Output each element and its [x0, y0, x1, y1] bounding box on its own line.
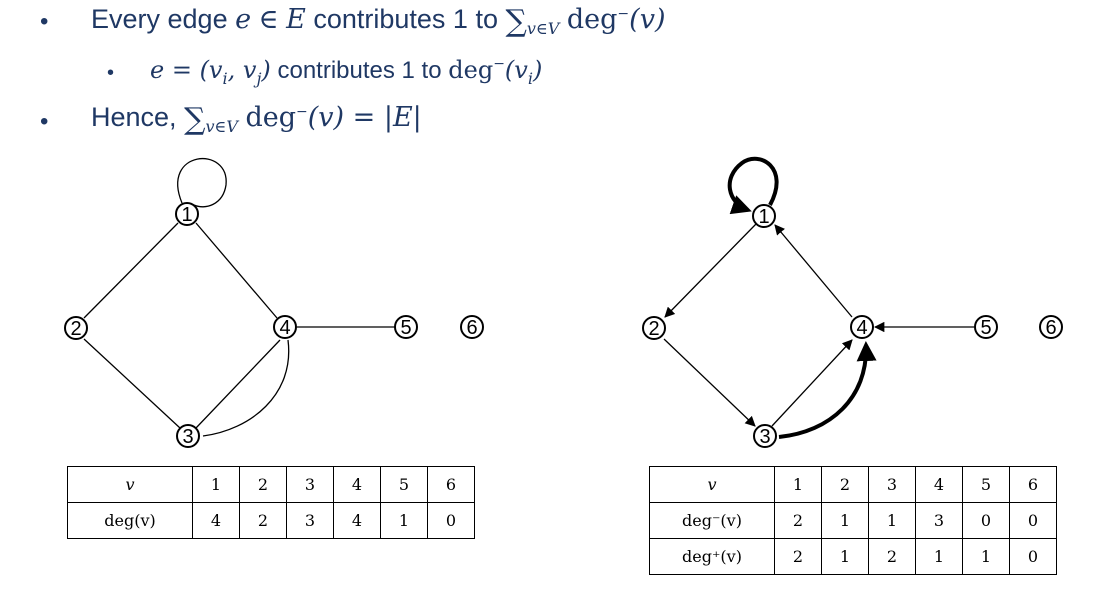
right-edge-1-1-loop: [727, 156, 779, 215]
table-header-cell: 1: [192, 466, 240, 503]
right-node-4: 4: [850, 315, 874, 339]
svg-text:2: 2: [648, 318, 659, 340]
sub-bullet-edge-pair: e = (vi, vj) contributes 1 to deg−(vi): [150, 56, 543, 88]
table-cell: 2: [239, 502, 287, 539]
table-cell: 0: [1009, 538, 1057, 575]
table-cell: 1: [915, 538, 963, 575]
right-edge-2-3: [663, 338, 756, 427]
svg-text:3: 3: [759, 426, 770, 448]
table-cell: 1: [380, 502, 428, 539]
bullet-dot: •: [40, 8, 49, 35]
left-edge-2-3: [83, 338, 181, 429]
table-cell: 4: [192, 502, 240, 539]
table-cell: 1: [821, 502, 869, 539]
table-cell: 0: [1009, 502, 1057, 539]
left-edge-3-4-straight: [195, 339, 281, 429]
table-header-cell: 6: [1009, 466, 1057, 503]
svg-text:5: 5: [400, 317, 411, 339]
table-header-v: v: [649, 466, 775, 503]
table-cell: 3: [915, 502, 963, 539]
right-edge-1-2: [664, 223, 757, 318]
table-header-cell: 1: [774, 466, 822, 503]
table-cell: 2: [774, 538, 822, 575]
bullet-hence: Hence, ∑v∈V deg−(v) = |E|: [91, 102, 422, 137]
table-header-cell: 2: [239, 466, 287, 503]
right-graph: 1 2 3 4 5 6: [642, 156, 1063, 448]
svg-text:4: 4: [279, 317, 290, 339]
table-cell: 0: [962, 502, 1010, 539]
left-node-6: 6: [460, 315, 484, 339]
table-row-label-outdegree: deg⁺(v): [649, 538, 775, 575]
right-edge-3-4-curved: [778, 341, 877, 439]
left-node-3: 3: [176, 424, 200, 448]
table-row-label-deg: deg(v): [67, 502, 193, 539]
left-edge-1-2: [83, 222, 179, 319]
table-header-v: v: [67, 466, 193, 503]
right-degree-table: v 1 2 3 4 5 6 deg⁻(v) 2 1 1 3 0 0 deg⁺(v…: [649, 466, 1057, 575]
svg-text:6: 6: [1045, 317, 1056, 339]
table-header-cell: 6: [427, 466, 475, 503]
svg-text:1: 1: [758, 206, 769, 228]
table-header-cell: 5: [380, 466, 428, 503]
table-header-cell: 5: [962, 466, 1010, 503]
table-cell: 1: [821, 538, 869, 575]
right-node-3: 3: [753, 424, 777, 448]
left-edge-1-1-loop: [177, 158, 227, 208]
svg-text:2: 2: [70, 318, 81, 340]
sub-bullet-dot: •: [107, 62, 115, 84]
svg-text:6: 6: [466, 317, 477, 339]
table-cell: 2: [868, 538, 916, 575]
bullet-dot: •: [40, 108, 49, 135]
svg-text:3: 3: [182, 426, 193, 448]
right-edge-3-4-straight: [771, 339, 853, 427]
table-cell: 4: [333, 502, 381, 539]
right-edge-4-1: [774, 224, 853, 318]
table-cell: 0: [427, 502, 475, 539]
left-node-4: 4: [273, 315, 297, 339]
left-degree-table: v 1 2 3 4 5 6 deg(v) 4 2 3 4 1 0: [67, 466, 475, 539]
svg-text:5: 5: [980, 317, 991, 339]
svg-text:4: 4: [856, 317, 867, 339]
table-row-label-indegree: deg⁻(v): [649, 502, 775, 539]
left-graph: 1 2 3 4 5 6: [64, 158, 484, 448]
right-node-6: 6: [1039, 315, 1063, 339]
right-node-2: 2: [642, 316, 666, 340]
table-cell: 3: [286, 502, 334, 539]
left-node-2: 2: [64, 316, 88, 340]
table-header-cell: 3: [868, 466, 916, 503]
left-node-5: 5: [394, 315, 418, 339]
table-header-cell: 2: [821, 466, 869, 503]
table-cell: 2: [774, 502, 822, 539]
bullet-list: • Every edge e ∈ E contributes 1 to ∑v∈V…: [0, 0, 1102, 150]
svg-text:1: 1: [181, 204, 192, 226]
table-header-cell: 4: [333, 466, 381, 503]
left-edge-3-4-curved: [202, 339, 290, 437]
right-node-1: 1: [752, 204, 776, 228]
left-edge-1-4: [195, 222, 278, 319]
table-cell: 1: [962, 538, 1010, 575]
right-node-5: 5: [974, 315, 998, 339]
table-header-cell: 3: [286, 466, 334, 503]
left-node-1: 1: [175, 202, 199, 226]
table-cell: 1: [868, 502, 916, 539]
table-header-cell: 4: [915, 466, 963, 503]
bullet-edge-contribution: Every edge e ∈ E contributes 1 to ∑v∈V d…: [91, 4, 666, 39]
